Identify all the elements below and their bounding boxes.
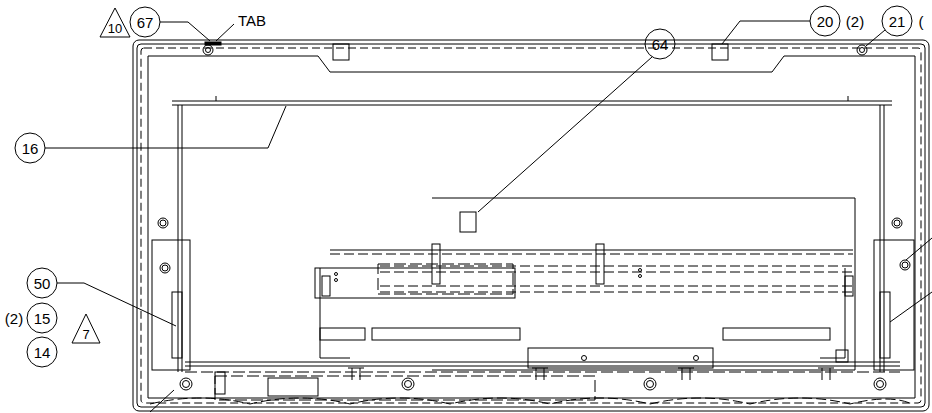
- callout-number: 16: [22, 141, 39, 156]
- callout-number: 64: [652, 37, 669, 52]
- callout-number: 15: [34, 311, 51, 326]
- callout-number: 67: [137, 15, 154, 30]
- delta-number: 10: [108, 22, 122, 35]
- callout-number: 50: [34, 276, 51, 291]
- quantity-note: (2): [5, 311, 23, 326]
- callout-number: 21: [889, 14, 906, 29]
- quantity-note: (: [919, 14, 924, 29]
- callout-number: 14: [34, 345, 51, 360]
- callout-number: 20: [817, 14, 834, 29]
- part-name: TAB: [238, 13, 266, 28]
- delta-number: 7: [82, 328, 89, 341]
- quantity-note: (2): [846, 14, 864, 29]
